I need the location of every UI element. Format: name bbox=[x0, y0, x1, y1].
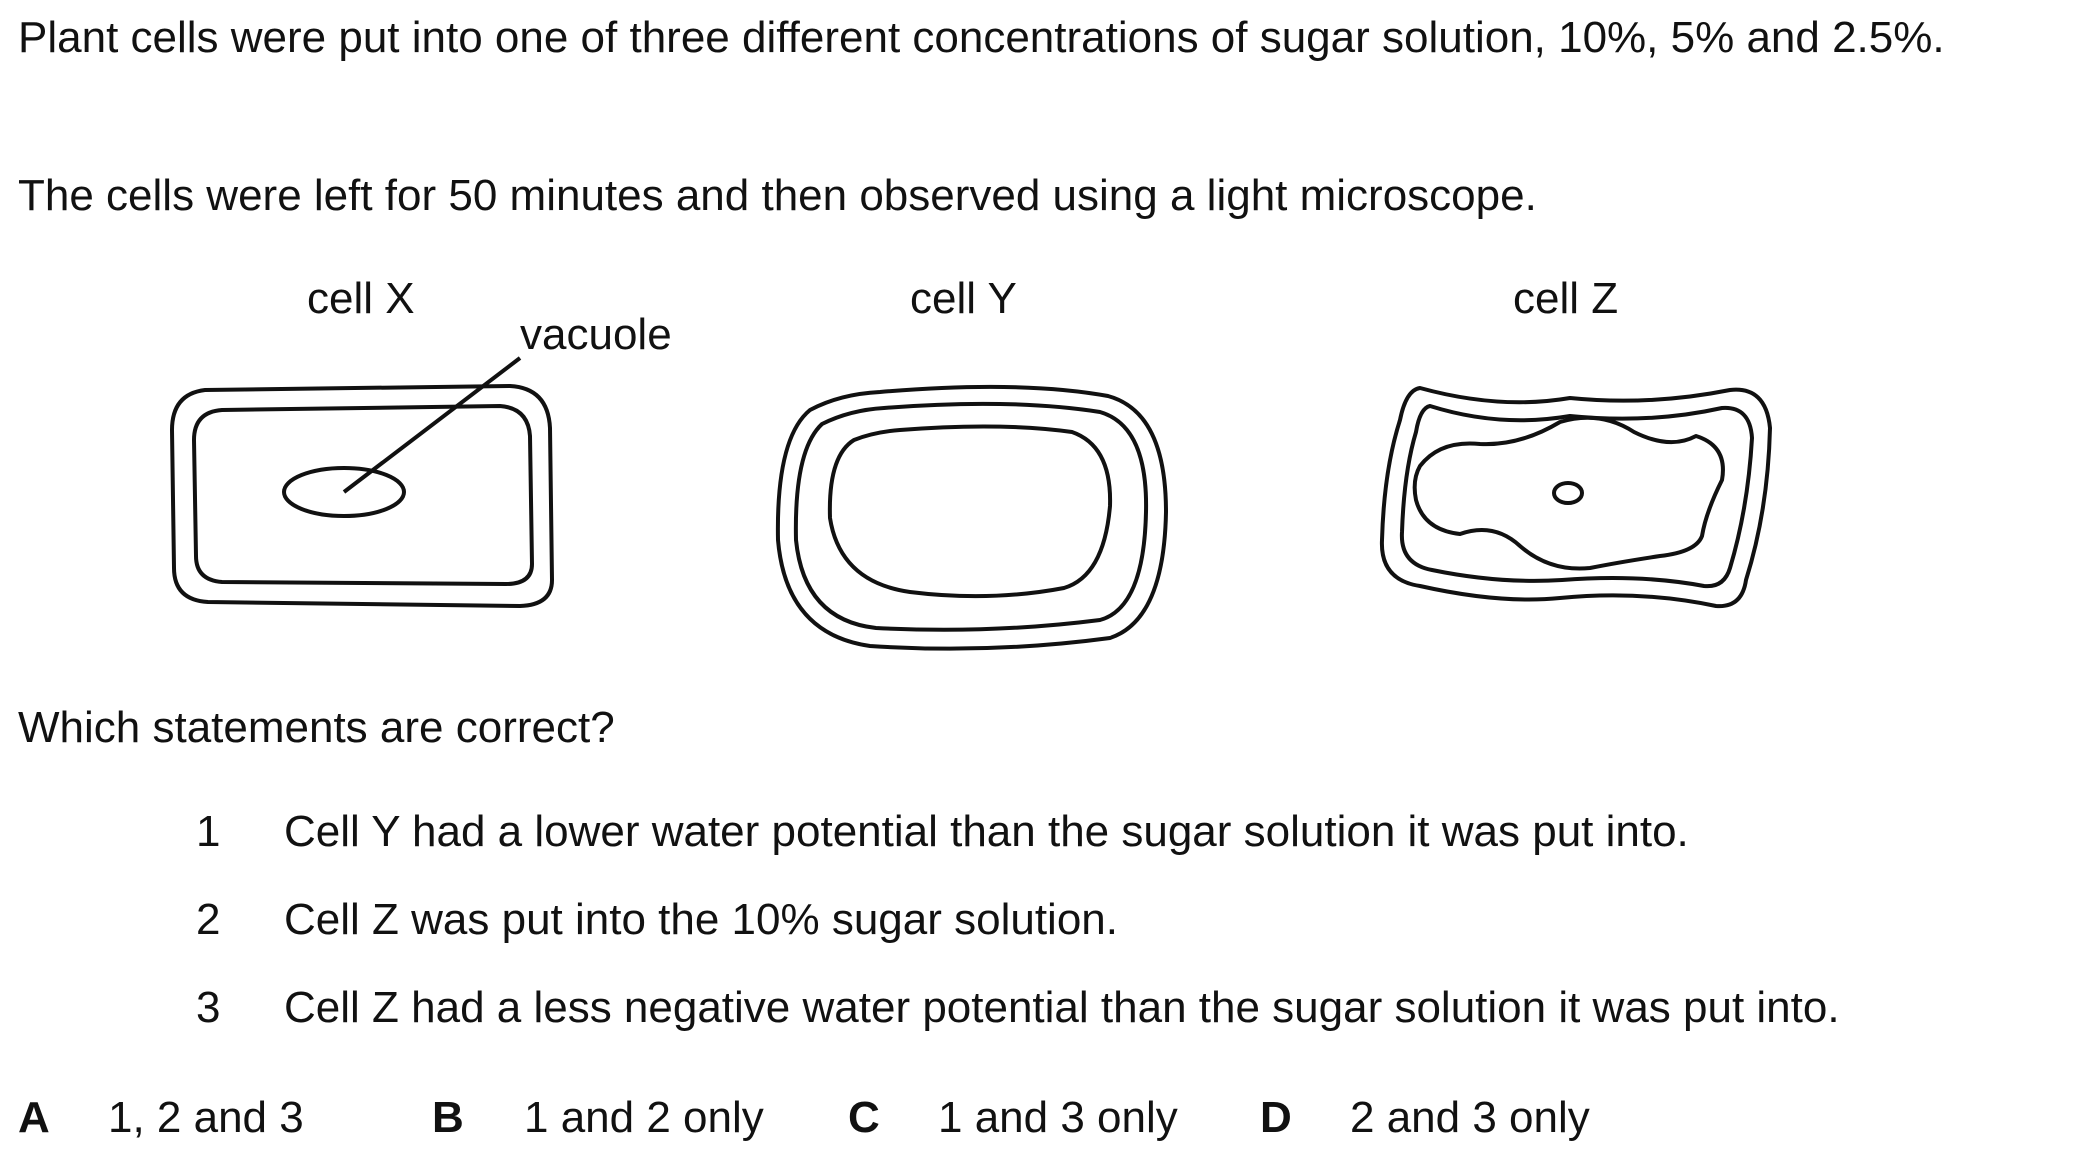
cell-z bbox=[1379, 386, 1772, 609]
vacuole-pointer-line bbox=[342, 356, 522, 494]
cell-y-label: cell Y bbox=[910, 274, 1017, 323]
option-b-text[interactable]: 1 and 2 only bbox=[524, 1093, 764, 1142]
statement-1-number: 1 bbox=[196, 807, 221, 856]
cell-x-vacuole bbox=[282, 466, 406, 518]
intro-paragraph-2: The cells were left for 50 minutes and t… bbox=[18, 171, 1537, 220]
cell-z-label: cell Z bbox=[1513, 274, 1618, 323]
option-a-text[interactable]: 1, 2 and 3 bbox=[108, 1093, 304, 1142]
option-a-letter[interactable]: A bbox=[18, 1093, 50, 1142]
option-d-text[interactable]: 2 and 3 only bbox=[1350, 1093, 1590, 1142]
cell-y-vacuole bbox=[827, 424, 1113, 599]
cell-x bbox=[170, 356, 554, 608]
statement-2-number: 2 bbox=[196, 895, 221, 944]
cell-z-wall bbox=[1379, 386, 1772, 609]
question-text: Which statements are correct? bbox=[18, 703, 615, 752]
statement-2-text: Cell Z was put into the 10% sugar soluti… bbox=[284, 895, 1119, 944]
option-b-letter[interactable]: B bbox=[432, 1093, 464, 1142]
cell-z-shrunken-membrane bbox=[1412, 415, 1725, 571]
cell-x-wall bbox=[170, 384, 554, 608]
plant-cells-diagram: cell X cell Y cell Z vacuole bbox=[170, 274, 1772, 651]
cell-y bbox=[775, 384, 1168, 651]
option-c-letter[interactable]: C bbox=[848, 1093, 880, 1142]
cell-x-label: cell X bbox=[307, 274, 415, 323]
option-d-letter[interactable]: D bbox=[1260, 1093, 1292, 1142]
cell-z-vacuole bbox=[1552, 481, 1584, 505]
intro-paragraph-1: Plant cells were put into one of three d… bbox=[18, 13, 1945, 62]
cell-y-wall bbox=[775, 384, 1168, 651]
cell-z-membrane bbox=[1399, 404, 1754, 589]
statement-1-text: Cell Y had a lower water potential than … bbox=[284, 807, 1689, 856]
option-c-text[interactable]: 1 and 3 only bbox=[938, 1093, 1178, 1142]
statement-3-number: 3 bbox=[196, 983, 221, 1032]
cell-x-membrane bbox=[192, 404, 534, 586]
cell-y-membrane bbox=[793, 401, 1149, 632]
vacuole-label: vacuole bbox=[520, 310, 672, 359]
statement-3-text: Cell Z had a less negative water potenti… bbox=[284, 983, 1840, 1032]
